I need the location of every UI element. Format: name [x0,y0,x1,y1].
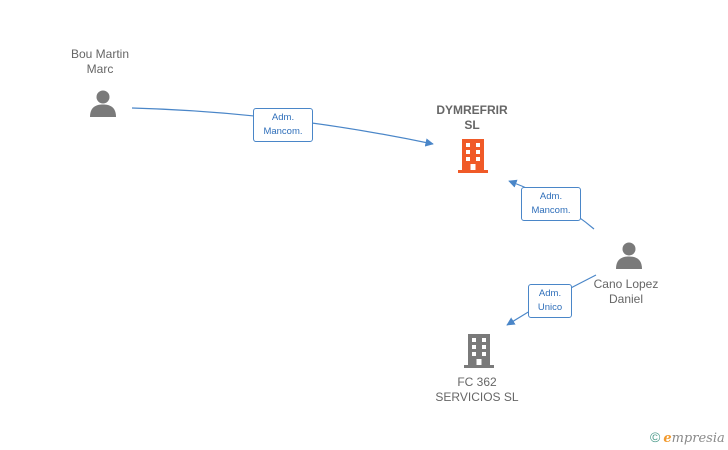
edge-label-line2: Mancom. [531,205,571,216]
person-icon[interactable] [614,240,644,270]
edge-label-bou-dymrefrir[interactable]: Adm. Mancom. [253,108,313,142]
building-icon[interactable] [456,138,490,174]
person-icon[interactable] [88,88,118,118]
edge-label-line2: Unico [537,302,563,313]
edge-label-line2: Mancom. [263,126,303,137]
logo-text: mpresia [671,431,725,446]
logo-initial: e [663,431,672,446]
edge-label-line1: Adm. [271,112,295,123]
edge-label-line1: Adm. [538,288,562,299]
edge-label-cano-fc362[interactable]: Adm. Unico [528,284,572,318]
edge-label-line1: Adm. [539,191,563,202]
person-name-bou[interactable]: Bou Martin Marc [70,47,130,76]
empresia-logo: ©empresia [650,429,725,446]
copyright-icon: © [650,429,661,445]
edge-label-cano-dymrefrir[interactable]: Adm. Mancom. [521,187,581,221]
person-name-cano[interactable]: Cano Lopez Daniel [593,277,659,306]
company-name-dymrefrir[interactable]: DYMREFRIR SL [436,103,508,132]
building-icon[interactable] [462,333,496,369]
company-name-fc362[interactable]: FC 362 SERVICIOS SL [435,375,519,404]
